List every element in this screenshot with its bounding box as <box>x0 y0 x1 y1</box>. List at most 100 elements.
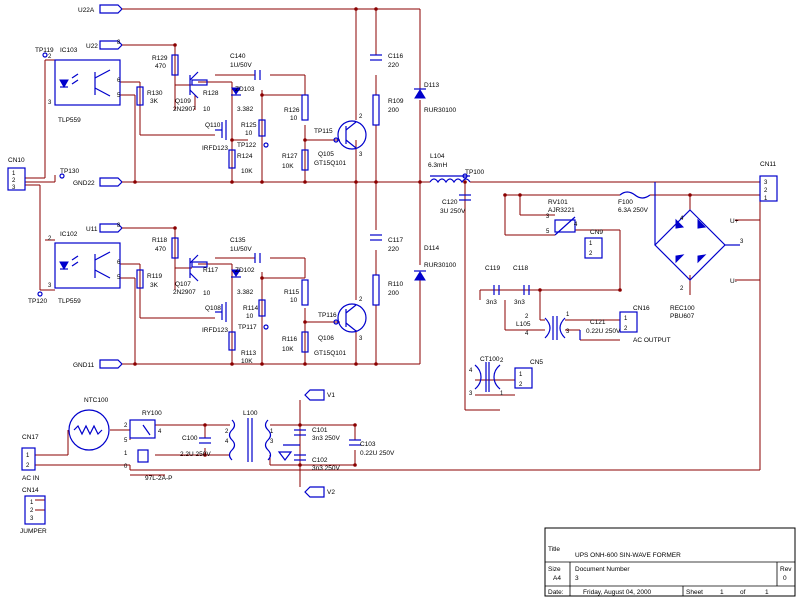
label-tp117: TP117 <box>238 324 257 331</box>
label-tp119: TP119 <box>35 47 54 54</box>
label-r109-val: 200 <box>388 107 399 114</box>
label-r130-val: 3K <box>150 98 159 105</box>
label-zd102: ZD102 <box>235 267 255 274</box>
label-c120: C120 <box>442 199 458 206</box>
label-d113: D113 <box>424 82 439 89</box>
label-tlp559-top: TLP559 <box>58 117 81 124</box>
label-tp120: TP120 <box>28 298 48 305</box>
svg-text:1: 1 <box>30 500 34 506</box>
title-block: Title UPS ONH-600 SIN-WAVE FORMER Size A… <box>544 527 796 597</box>
net-port-gnd11: GND11 <box>73 359 123 369</box>
docnum-value: 3 <box>575 575 579 582</box>
svg-text:6: 6 <box>117 78 121 84</box>
docnum-label: Document Number <box>575 566 630 573</box>
label-q110-val: IRFD123 <box>202 145 228 152</box>
label-rv101-val: AJR3221 <box>548 207 575 214</box>
svg-text:5: 5 <box>546 229 550 235</box>
label-r129-val: 470 <box>155 63 166 70</box>
label-ry100: RY100 <box>142 410 162 417</box>
label-ic102: IC102 <box>60 231 78 238</box>
svg-text:4: 4 <box>680 216 684 222</box>
date-value: Friday, August 04, 2000 <box>583 589 652 596</box>
label-tp122: TP122 <box>237 142 257 149</box>
svg-text:5: 5 <box>117 93 121 99</box>
label-c116: C116 <box>388 53 403 60</box>
label-q106: Q106 <box>318 335 334 342</box>
svg-text:U11: U11 <box>86 226 98 233</box>
of-value: 1 <box>765 589 769 596</box>
transformer-l105 <box>544 316 566 340</box>
label-f100: F100 <box>618 199 633 206</box>
igbt-q105: 2 3 <box>337 114 367 158</box>
svg-text:2: 2 <box>48 236 52 242</box>
transistor-q107 <box>189 254 199 282</box>
label-r110-val: 200 <box>388 290 399 297</box>
label-c102: C102 <box>312 457 328 464</box>
svg-text:U22: U22 <box>86 43 98 50</box>
label-d114-val: RUR30100 <box>424 262 457 269</box>
label-tp116: TP116 <box>318 312 337 319</box>
label-c118-val: 3n3 <box>514 299 525 306</box>
capacitors <box>199 54 581 461</box>
svg-text:3: 3 <box>12 185 16 191</box>
svg-text:4: 4 <box>525 331 529 337</box>
label-r128: R128 <box>203 90 219 97</box>
svg-text:3: 3 <box>48 283 52 289</box>
title-text: UPS ONH-600 SIN-WAVE FORMER <box>575 552 681 559</box>
label-c101: C101 <box>312 427 328 434</box>
component-labels: TP119 IC103 TLP559 TP130 CN10 TP120 IC10… <box>8 47 777 535</box>
svg-text:4: 4 <box>574 222 578 228</box>
label-c140-val: 1U/50V <box>230 62 252 69</box>
svg-text:6: 6 <box>117 260 121 266</box>
title-label: Title <box>548 546 560 553</box>
svg-text:3: 3 <box>359 152 363 158</box>
svg-text:1: 1 <box>519 372 523 378</box>
svg-text:GND22: GND22 <box>73 180 95 187</box>
connector-cn17: 1 2 <box>21 447 36 471</box>
svg-text:3: 3 <box>30 516 34 522</box>
rev-value: 0 <box>783 575 787 582</box>
label-r127: R127 <box>282 153 298 160</box>
size-value: A4 <box>553 575 561 582</box>
svg-text:3: 3 <box>270 439 274 445</box>
connector-cn10: 1 2 3 <box>7 167 26 191</box>
label-l105: L105 <box>516 321 531 328</box>
label-r116: R116 <box>282 336 297 343</box>
connector-cn11: 3 2 1 <box>759 175 778 202</box>
of-label: of <box>740 589 746 596</box>
label-r115-val: 10 <box>290 297 298 304</box>
label-q108: Q108 <box>205 305 221 312</box>
label-c103-val: 0.22U 250V <box>360 450 395 457</box>
label-r125-val: 10 <box>245 130 253 137</box>
svg-text:1: 1 <box>624 316 628 322</box>
svg-text:2: 2 <box>26 463 30 469</box>
net-port-v1: V1 <box>304 389 335 401</box>
label-zd103: ZD103 <box>235 86 255 93</box>
label-q107: Q107 <box>175 281 191 288</box>
label-c120-val: 3U 250V <box>440 208 466 215</box>
label-l100: L100 <box>243 410 258 417</box>
svg-text:V2: V2 <box>327 489 335 496</box>
label-r124-val: 10K <box>241 168 253 175</box>
diode-d114 <box>414 270 426 281</box>
label-rec100: REC100 <box>670 305 695 312</box>
svg-text:2: 2 <box>124 423 128 429</box>
label-c121: C121 <box>590 319 606 326</box>
label-q108-val: IRFD123 <box>202 327 228 334</box>
wires <box>25 8 761 511</box>
label-d113-val: RUR30100 <box>424 107 457 114</box>
svg-text:1: 1 <box>764 196 768 202</box>
label-r118: R118 <box>152 237 167 244</box>
label-cn10: CN10 <box>8 157 25 164</box>
label-cn11: CN11 <box>760 161 777 168</box>
sheet-label: Sheet <box>686 589 703 596</box>
resistors <box>136 54 380 353</box>
label-q110: Q110 <box>205 122 221 129</box>
svg-text:2: 2 <box>680 286 684 292</box>
svg-text:2: 2 <box>624 326 628 332</box>
label-ac-in: AC IN <box>22 475 40 482</box>
ground-symbol <box>277 444 300 461</box>
label-zd102-val: 3.382 <box>237 289 254 296</box>
label-rv101: RV101 <box>548 199 568 206</box>
